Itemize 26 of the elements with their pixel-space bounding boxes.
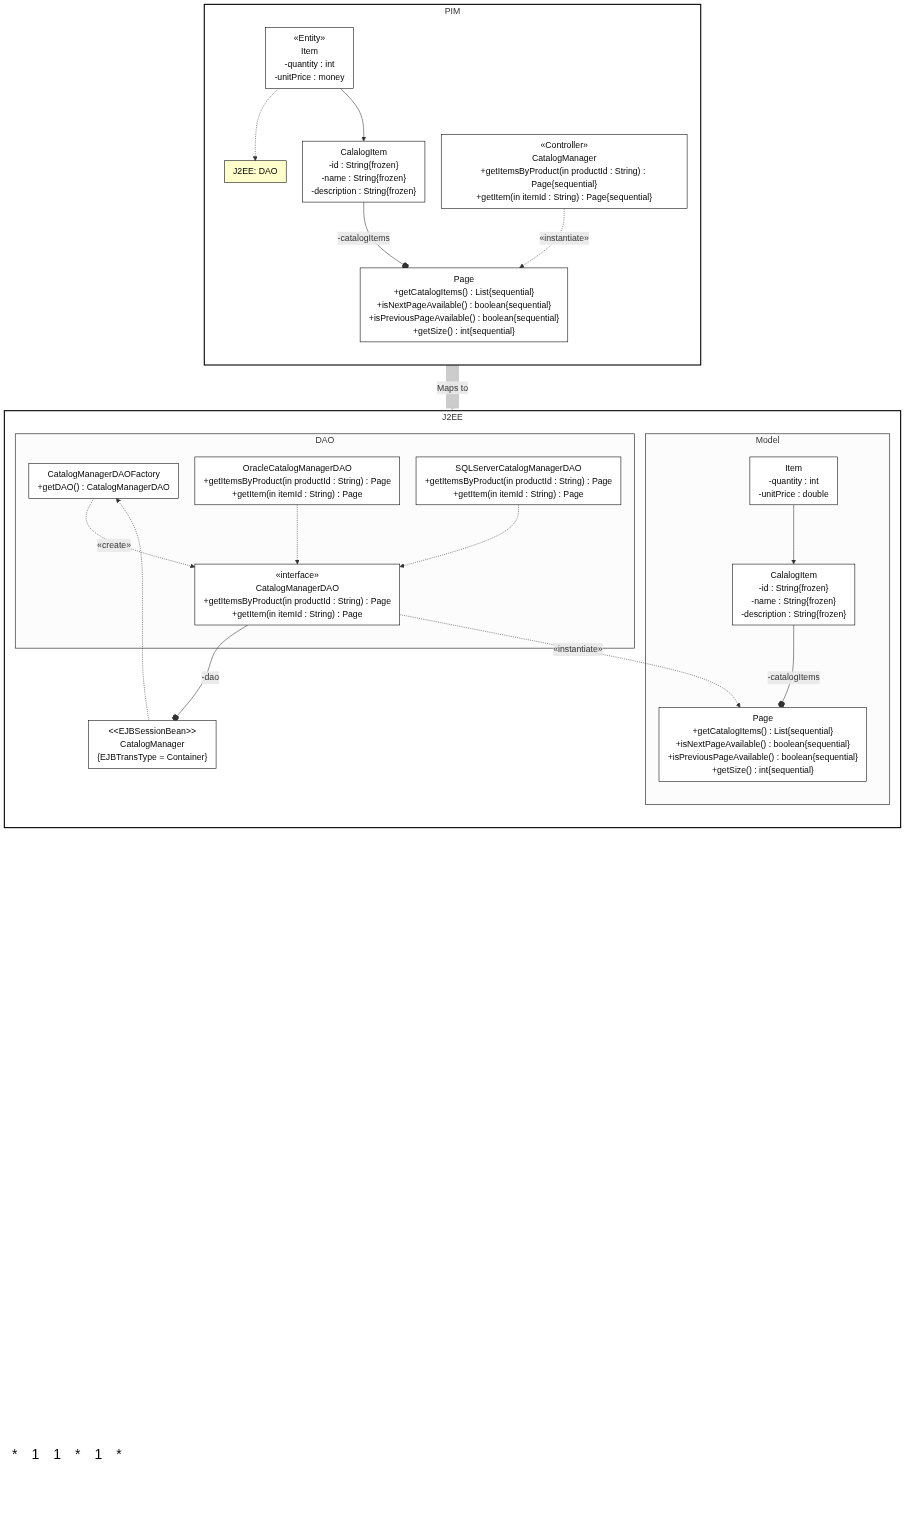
node-box: Item -quantity : int -unitPrice : double — [749, 456, 838, 506]
edge-label: -catalogItems — [767, 672, 820, 683]
edge-label: «instantiate» — [539, 233, 589, 243]
node-box: SQLServerCatalogManagerDAO +getItemsByProduct(in productId : String) : Page +getItem(in itemId : String) : Page — [415, 456, 622, 506]
edge-label: -dao — [201, 672, 219, 683]
node-box: Page +getCatalogItems() : List{sequential} +isNextPageAvailable() : boolean{sequential} +isPreviousPageAvailable() : boolean{sequential} +getSize() : int{sequential} — [658, 707, 867, 782]
node-box: OracleCatalogManagerDAO +getItemsByProduct(in productId : String) : Page +getItem(in itemId : String) : Page — [194, 456, 400, 506]
multiplicity-label: 1 — [53, 1446, 62, 1462]
multiplicity-label: * — [75, 1446, 81, 1462]
node-box: Page +getCatalogItems() : List{sequential} +isNextPageAvailable() : boolean{sequential} +isPreviousPageAvailable() : boolean{sequential} +getSize() : int{sequential} — [359, 267, 569, 343]
node-box: «Entity» Item -quantity : int -unitPrice : money — [265, 27, 354, 89]
node-box: «Controller» CatalogManager +getItemsByProduct(in productId : String) : Page{sequential} +getItem(in itemId : String) : Page{sequential} — [440, 134, 688, 209]
node-box: J2EE: DAO — [224, 160, 287, 183]
node-box: CalalogItem -id : String{frozen} -name : String{frozen} -description : String{frozen} — [732, 563, 856, 626]
node-box: CalalogItem -id : String{frozen} -name : String{frozen} -description : String{frozen} — [302, 140, 426, 203]
edge-label: Maps to — [437, 382, 468, 393]
edge-label: -catalogItems — [337, 233, 390, 243]
multiplicity-label: 1 — [94, 1446, 103, 1462]
multiplicity-label: * — [116, 1446, 122, 1462]
node-box: «interface» CatalogManagerDAO +getItemsByProduct(in productId : String) : Page +getItem(in itemId : String) : Page — [194, 563, 400, 626]
multiplicity-label: 1 — [31, 1446, 40, 1462]
edge-label: «instantiate» — [553, 644, 603, 654]
node-box: <<EJBSessionBean>> CatalogManager {EJBTransType = Container} — [88, 720, 217, 769]
multiplicity-label: * — [12, 1446, 18, 1462]
edge-label: «create» — [97, 540, 131, 550]
node-box: CatalogManagerDAOFactory +getDAO() : CatalogManagerDAO — [28, 463, 179, 499]
